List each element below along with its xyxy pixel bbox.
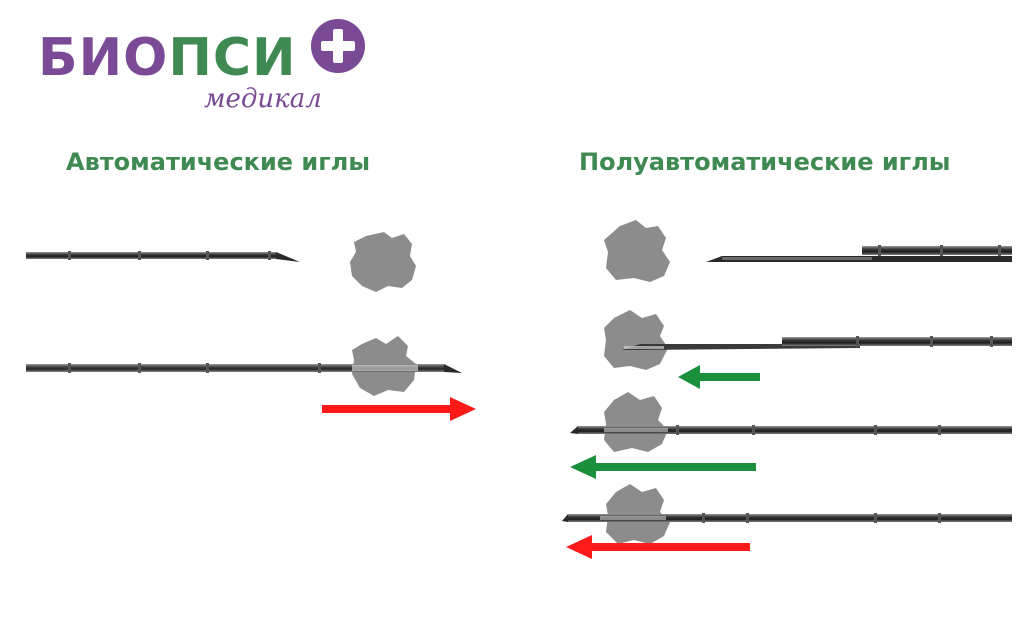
logo-word-part1: БИО [38,28,169,88]
heading-semi-automatic: Полуавтоматические иглы [579,148,951,176]
logo-word-part2: ПСИ [168,28,297,88]
tissue-sample-1 [350,232,416,292]
arrow-left-icon [678,365,760,389]
logo-subtitle: медикал [204,84,322,114]
plus-icon [311,19,365,73]
needle-semi-1 [706,245,1012,262]
needle-semi-4 [562,513,1012,523]
tissue-sample-5 [604,392,668,452]
needle-auto-2 [26,363,462,373]
needle-semi-3 [570,425,1012,435]
arrow-left-icon [570,455,756,479]
needle-semi-2 [622,336,1012,350]
tissue-sample-3 [604,220,670,282]
arrow-left-icon [566,535,750,559]
tissue-sample-4 [604,310,668,370]
logo-wordmark: БИОПСИ [38,32,297,84]
needle-auto-1 [26,251,300,262]
heading-automatic: Автоматические иглы [66,148,371,176]
logo: БИОПСИ медикал [38,18,368,118]
arrow-right-icon [322,397,476,421]
